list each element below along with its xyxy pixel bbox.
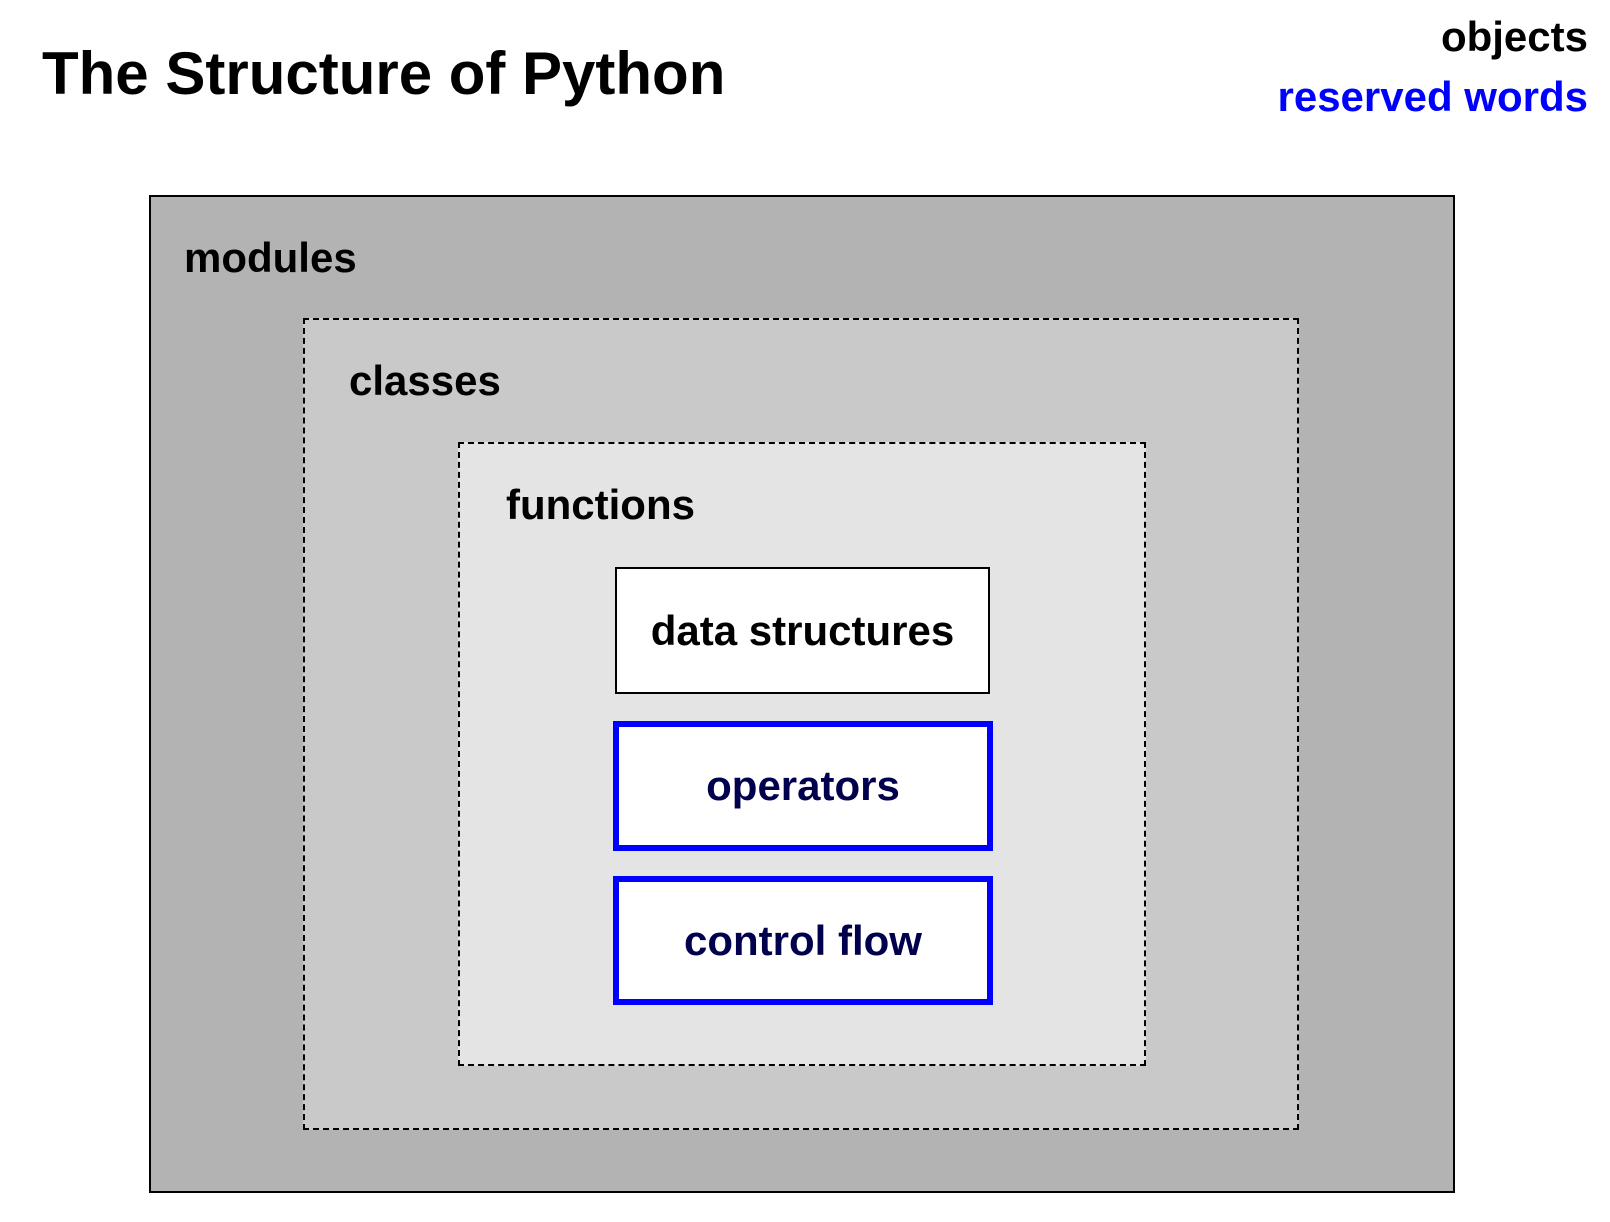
legend: objects reserved words <box>1278 16 1589 118</box>
data-structures-label: data structures <box>650 606 955 654</box>
legend-objects: objects <box>1440 13 1588 60</box>
control-flow-box: control flow <box>613 876 993 1005</box>
legend-reserved-words: reserved words <box>1277 73 1589 120</box>
operators-label: operators <box>706 762 900 809</box>
operators-box: operators <box>613 721 993 851</box>
classes-label: classes <box>349 357 501 404</box>
data-structures-box: data structures <box>615 567 990 694</box>
control-flow-label: control flow <box>684 916 922 964</box>
functions-label: functions <box>506 481 695 528</box>
modules-label: modules <box>184 234 357 281</box>
page-title: The Structure of Python <box>42 40 726 107</box>
